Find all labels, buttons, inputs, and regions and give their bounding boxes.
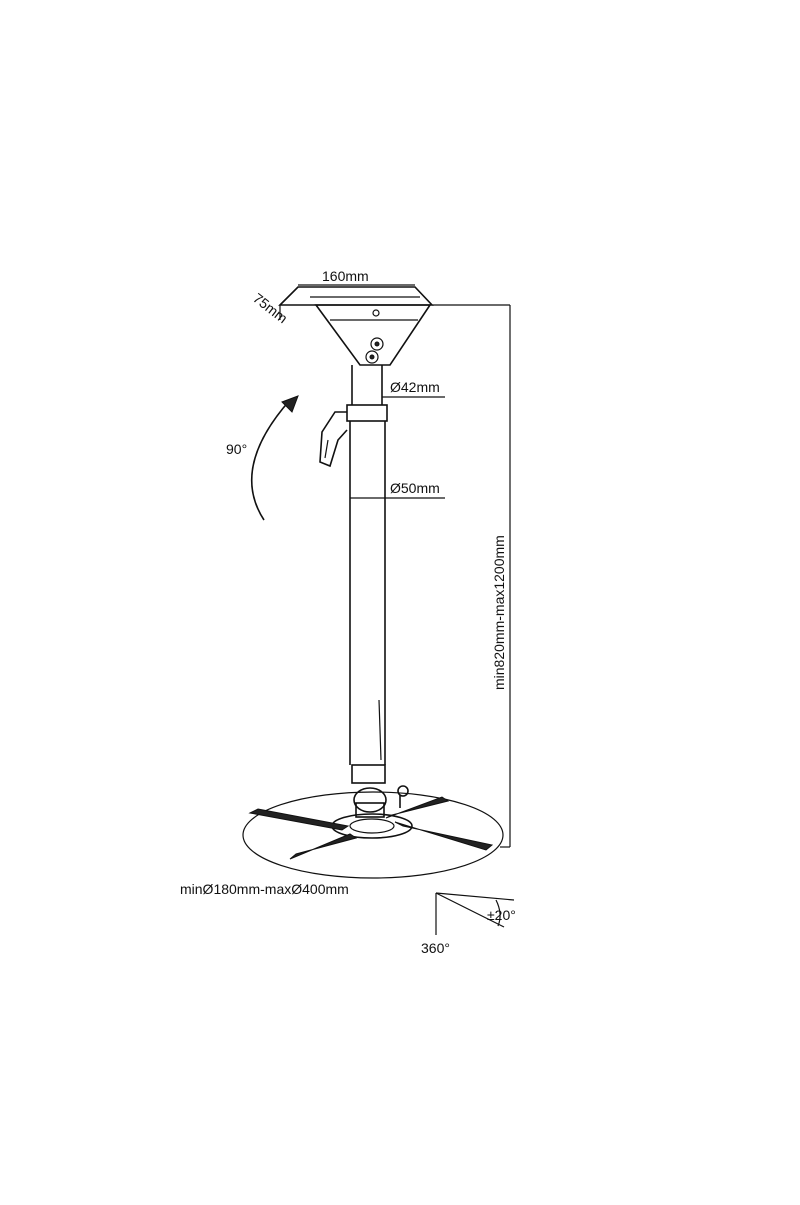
inner-tube-dimension: Ø42mm: [382, 379, 445, 398]
plate-depth-label: 75mm: [250, 290, 291, 327]
inner-tube: [351, 365, 383, 405]
arm-range-label: minØ180mm-maxØ400mm: [180, 881, 349, 897]
inner-tube-label: Ø42mm: [390, 379, 440, 395]
projector-plate: [242, 785, 504, 879]
plate-width-label: 160mm: [322, 268, 369, 284]
tilt-angle-label: 90°: [226, 441, 247, 457]
outer-tube-dimension: Ø50mm: [350, 480, 445, 499]
tilt-pm-label: ±20°: [487, 907, 516, 923]
plate-width-dimension: 160mm: [298, 268, 415, 286]
outer-tube: [349, 421, 386, 784]
plate-depth-dimension: 75mm: [250, 290, 291, 327]
ceiling-plate: [278, 286, 434, 366]
clamp-collar: [346, 404, 388, 422]
height-range-label: min820mm-max1200mm: [491, 535, 507, 690]
outer-tube-label: Ø50mm: [390, 480, 440, 496]
height-dimension: min820mm-max1200mm: [432, 304, 511, 848]
tilt-arrow: 90°: [226, 395, 299, 521]
clamp-handle: [319, 411, 348, 468]
rotation-label: 360°: [421, 940, 450, 956]
rotation-tilt-indicator: ±20° 360°: [421, 892, 516, 956]
